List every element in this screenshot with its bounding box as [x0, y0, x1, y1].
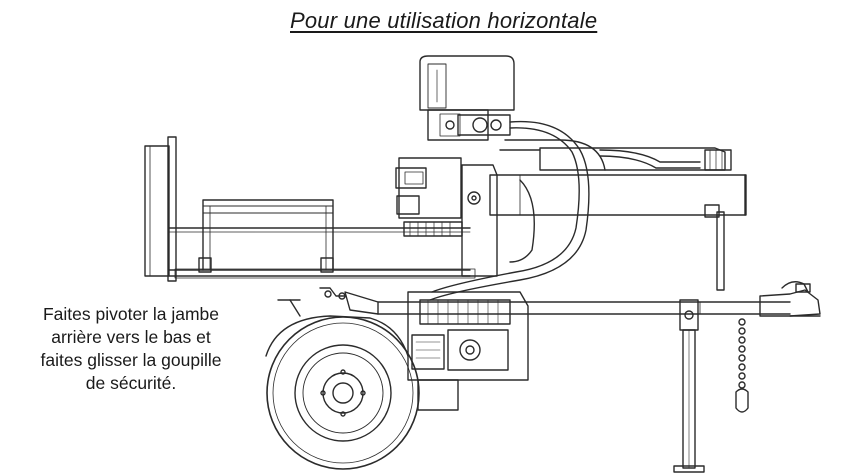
wheel [267, 317, 419, 469]
push-block [396, 158, 480, 236]
cylinder-housing [462, 165, 746, 276]
splitter-beam [169, 228, 475, 278]
instruction-callout: Faites pivoter la jambe arrière vers le … [6, 303, 256, 395]
hydraulic-hoses [430, 122, 700, 300]
wheel-fender [266, 288, 408, 356]
hitch-coupler [760, 282, 820, 316]
diagram-title: Pour une utilisation horizontale [290, 8, 598, 33]
log-cradle [199, 200, 333, 272]
safety-chain [736, 319, 748, 412]
front-jack-stand [674, 300, 704, 472]
instruction-line: de sécurité. [85, 373, 177, 393]
hydraulic-cylinder [540, 148, 731, 170]
instruction-line: Faites pivoter la jambe [42, 304, 220, 324]
end-plate [145, 137, 176, 281]
engine [408, 292, 528, 410]
instruction-line: faites glisser la goupille [40, 350, 222, 370]
trailer-tongue [345, 292, 790, 314]
instruction-line: arrière vers le bas et [51, 327, 211, 347]
rear-support-leg [717, 212, 724, 290]
control-valve [420, 56, 514, 140]
